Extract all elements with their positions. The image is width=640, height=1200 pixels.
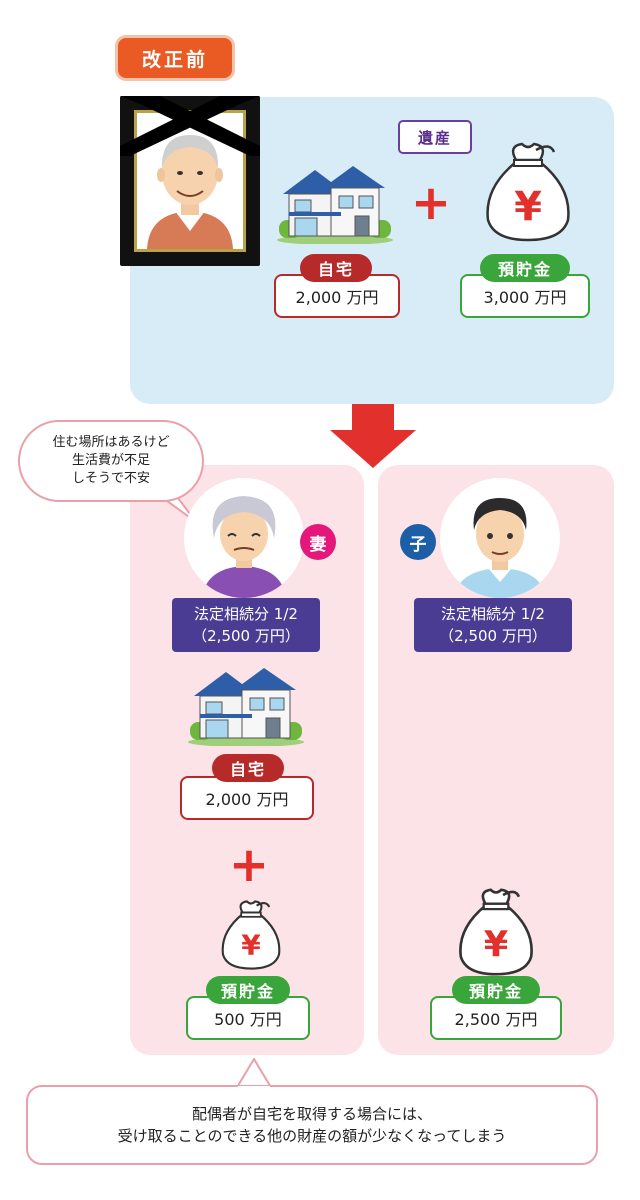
speech-line-3: しそうで不安 [71, 471, 150, 486]
child-share-line-1: 法定相続分 1/2 [441, 605, 545, 623]
svg-text:¥: ¥ [484, 925, 509, 966]
wife-plus-sign: + [228, 837, 270, 893]
home-label: 自宅 [300, 254, 372, 282]
wife-share-line-2: （2,500 万円） [192, 627, 300, 645]
child-share-line-2: （2,500 万円） [439, 627, 547, 645]
elderly-man-icon [137, 113, 243, 249]
wife-speech-bubble: 住む場所はあるけど 生活費が不足 しそうで不安 [18, 420, 204, 502]
wife-home-label: 自宅 [212, 754, 284, 782]
man-icon [454, 498, 546, 598]
down-arrow-icon [330, 404, 416, 468]
house-icon [277, 166, 393, 244]
speech-line-1: 住む場所はあるけど [52, 435, 170, 450]
wife-share-box: 法定相続分 1/2 （2,500 万円） [172, 598, 320, 652]
mourning-ribbon-icon [120, 96, 260, 156]
plus-sign: + [410, 175, 452, 231]
elderly-woman-icon [202, 496, 286, 598]
memorial-portrait [120, 96, 260, 266]
svg-text:¥: ¥ [241, 929, 261, 962]
note-line-2: 受け取ることのできる他の財産の額が少なくなってしまう [117, 1127, 507, 1145]
child-avatar [440, 478, 560, 598]
note-tail-mask [238, 1086, 270, 1090]
speech-line-2: 生活費が不足 [71, 453, 150, 468]
wife-savings-value: 500 万円 [186, 996, 310, 1040]
note-line-1: 配偶者が自宅を取得する場合には、 [191, 1105, 432, 1123]
money-bag-icon: ¥ [221, 900, 281, 970]
child-savings-label: 預貯金 [452, 976, 540, 1004]
svg-text:¥: ¥ [514, 184, 542, 230]
money-bag-icon: ¥ [459, 888, 533, 976]
savings-label: 預貯金 [480, 254, 570, 282]
wife-home-value: 2,000 万円 [180, 776, 314, 820]
note-bubble: 配偶者が自宅を取得する場合には、 受け取ることのできる他の財産の額が少なくなって… [26, 1085, 598, 1165]
estate-tag: 遺産 [398, 120, 472, 154]
wife-role-badge: 妻 [300, 524, 336, 560]
house-icon [188, 668, 304, 746]
child-role-badge: 子 [400, 524, 436, 560]
wife-share-line-1: 法定相続分 1/2 [194, 605, 298, 623]
child-share-box: 法定相続分 1/2 （2,500 万円） [414, 598, 572, 652]
wife-avatar [184, 478, 304, 598]
header-badge: 改正前 [118, 38, 232, 78]
wife-savings-label: 預貯金 [206, 976, 290, 1004]
money-bag-icon: ¥ [486, 142, 570, 242]
